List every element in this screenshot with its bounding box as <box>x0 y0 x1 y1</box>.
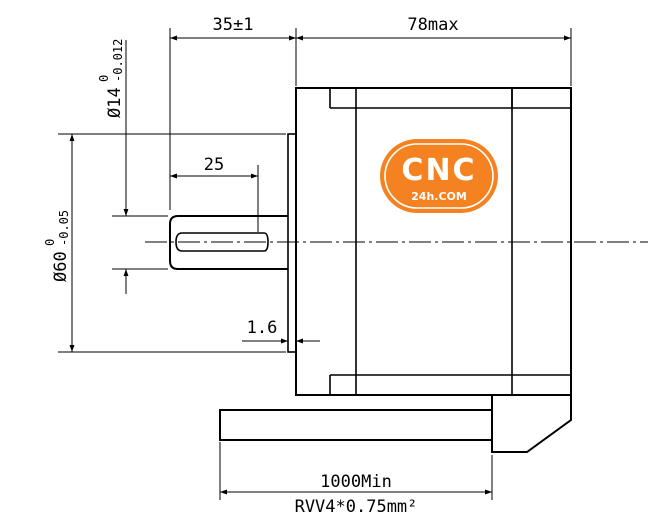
dim-text-shaft-extension: 35±1 <box>213 15 254 35</box>
logo-sub-text: 24h.COM <box>411 190 467 203</box>
svg-text:-0.012: -0.012 <box>111 39 125 82</box>
svg-text:-0.05: -0.05 <box>57 210 71 246</box>
dim-text-cable-length: 1000Min <box>320 472 392 492</box>
cable <box>219 409 493 441</box>
front-flange <box>287 133 297 353</box>
dim-label-shaft-diameter: Ø14 0 -0.012 <box>97 39 125 118</box>
svg-text:Ø14: Ø14 <box>105 87 125 118</box>
dim-text-body-length: 78max <box>407 15 458 35</box>
dim-text-flange-step: 1.6 <box>247 318 278 338</box>
dim-text-cable-spec: RVV4*0.75mm² <box>295 497 418 517</box>
logo-badge <box>380 139 498 213</box>
svg-text:Ø60: Ø60 <box>51 251 71 282</box>
shaft-keyway <box>175 232 269 252</box>
cable-outlet <box>491 395 572 453</box>
logo-inner-ring <box>384 143 494 209</box>
extension-lines <box>58 28 572 500</box>
svg-text:0: 0 <box>43 239 57 246</box>
motor-shaft <box>169 215 288 270</box>
dim-label-pilot-diameter: Ø60 0 -0.05 <box>43 210 71 282</box>
cnc24h-logo: CNC 24h.COM <box>380 139 498 213</box>
logo-main-text: CNC <box>401 153 476 188</box>
dim-text-key-length: 25 <box>204 155 224 175</box>
svg-text:0: 0 <box>97 75 111 82</box>
